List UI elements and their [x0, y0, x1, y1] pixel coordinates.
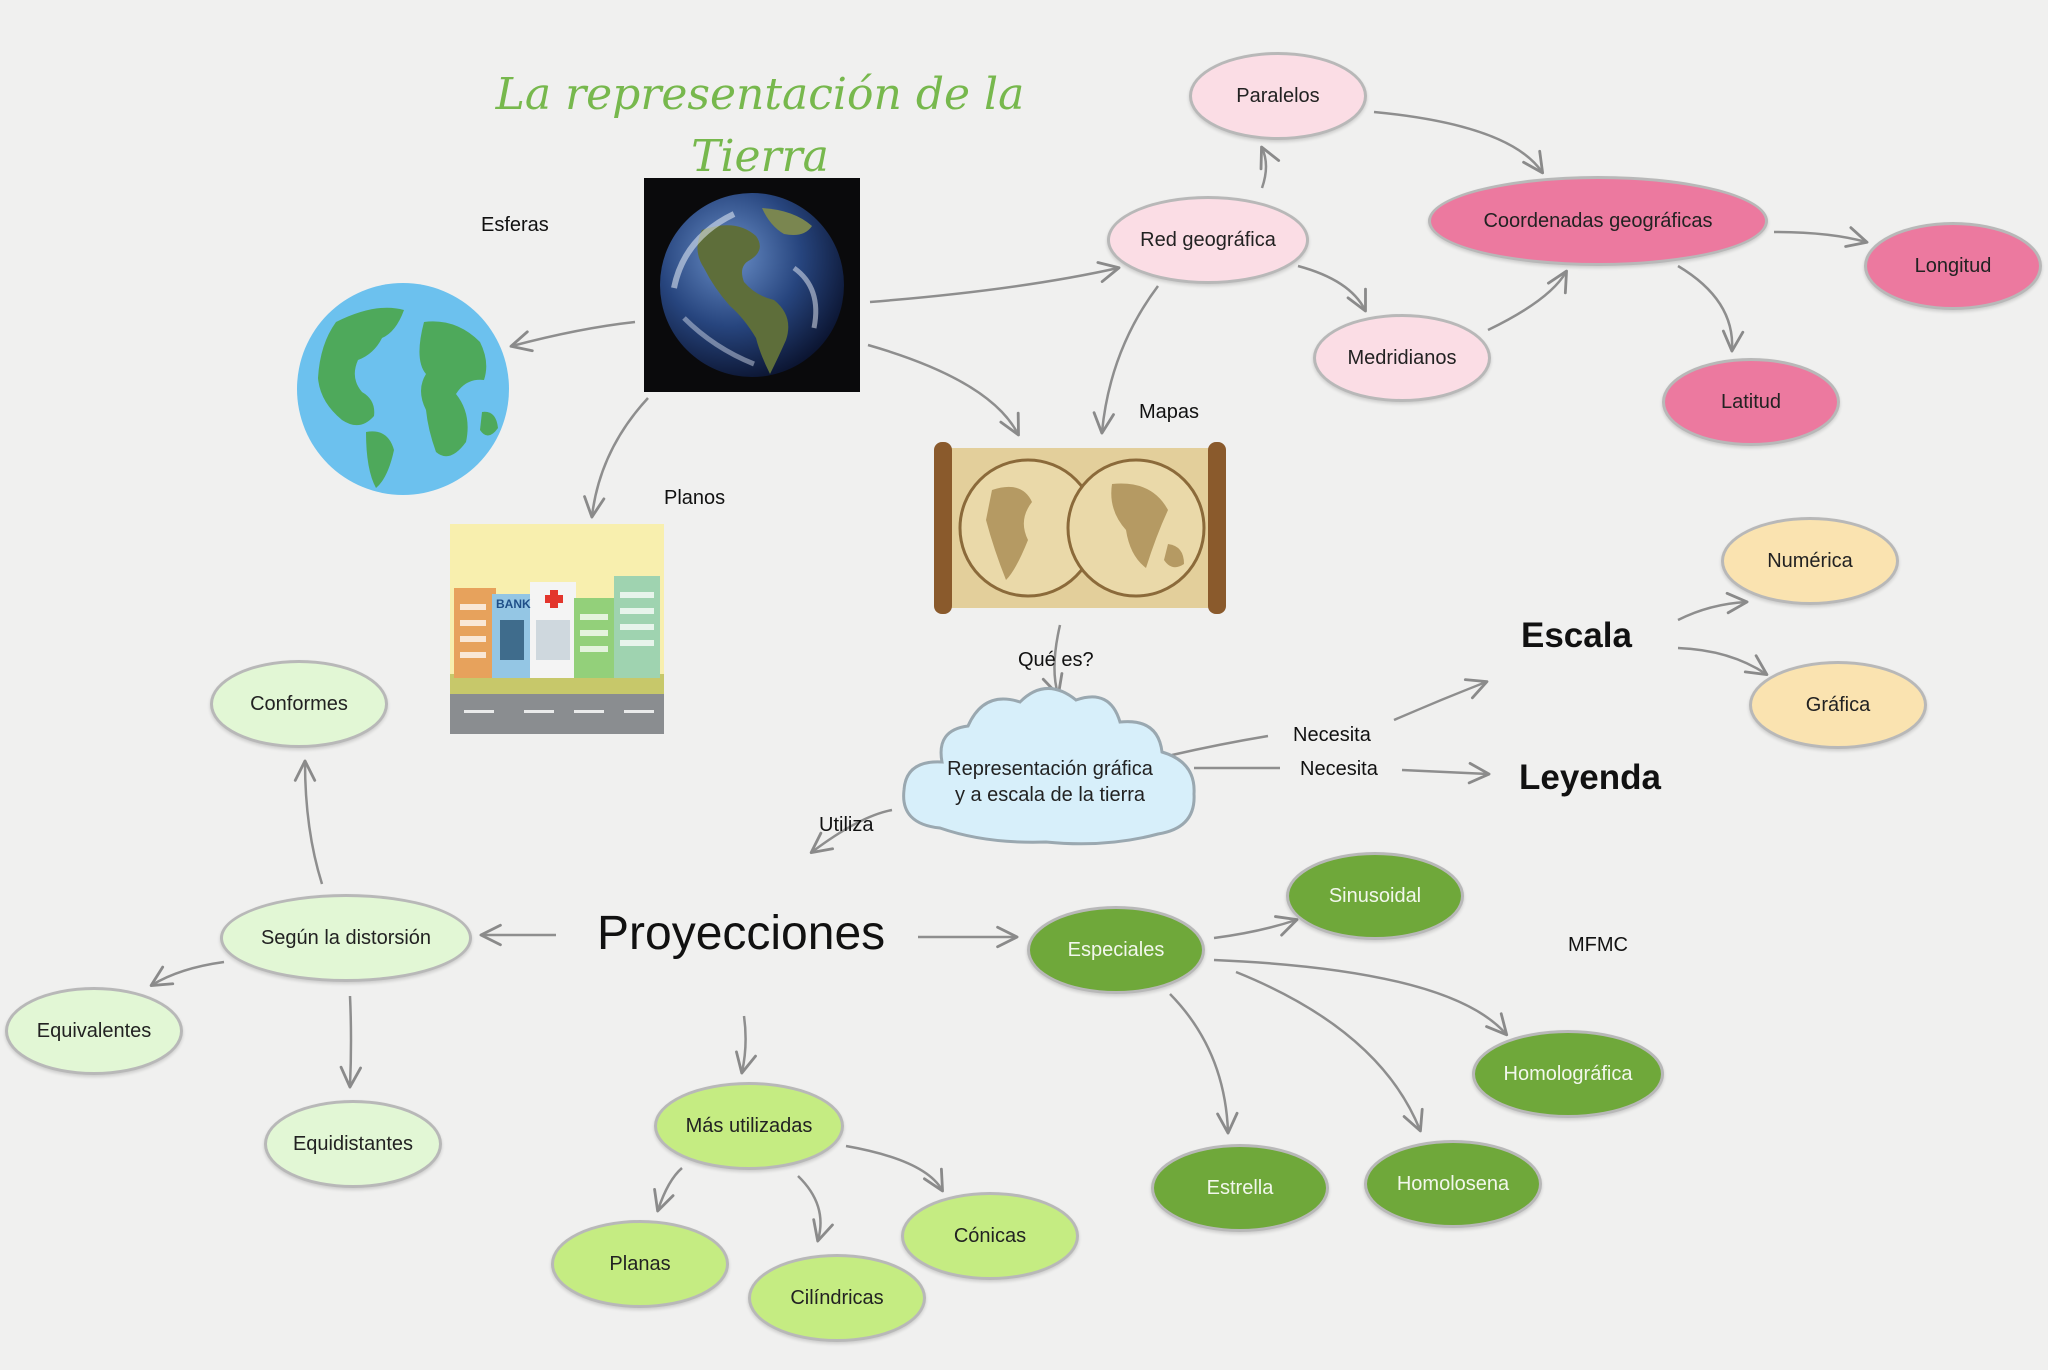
definition-cloud — [902, 687, 1196, 846]
node-medridianos[interactable]: Medridianos — [1313, 314, 1491, 402]
node-conformes[interactable]: Conformes — [210, 660, 388, 748]
arrow-segun-equidistantes — [339, 995, 362, 1089]
arrow-cloud-proyecciones — [809, 808, 893, 855]
arrow-earth-red — [869, 261, 1121, 304]
node-segun-la-distorsion[interactable]: Según la distorsión — [220, 894, 472, 982]
node-planas[interactable]: Planas — [551, 1220, 729, 1308]
node-sinusoidal[interactable]: Sinusoidal — [1286, 852, 1464, 940]
node-red-geografica[interactable]: Red geográfica — [1107, 196, 1309, 284]
svg-text:BANK: BANK — [496, 597, 531, 611]
label-mfmc: MFMC — [1568, 934, 1628, 956]
node-homolografica[interactable]: Homolográfica — [1472, 1030, 1664, 1118]
heading-proyecciones: Proyecciones — [597, 907, 886, 960]
arrow-earth-planos — [583, 397, 649, 519]
arrow-esp-sinusoidal — [1213, 915, 1299, 940]
arrow-escala-numerica — [1677, 591, 1749, 622]
arrow-red-medridianos — [1297, 264, 1367, 313]
arrow-mas-planas — [653, 1167, 683, 1213]
arrow-mas-cilindricas — [797, 1175, 834, 1243]
node-longitud[interactable]: Longitud — [1864, 222, 2042, 310]
heading-escala: Escala — [1521, 616, 1632, 655]
arrow-cloud-leyenda — [1194, 768, 1488, 774]
arrow-escala-grafica — [1677, 646, 1769, 677]
cloud-text: Representación gráfica y a escala de la … — [910, 756, 1190, 808]
arrow-cloud-escala — [1171, 682, 1486, 757]
node-estrella[interactable]: Estrella — [1151, 1144, 1329, 1232]
node-paralelos[interactable]: Paralelos — [1189, 52, 1367, 140]
arrow-esp-estrella — [1169, 993, 1239, 1135]
node-mas-utilizadas[interactable]: Más utilizadas — [654, 1082, 844, 1170]
arrow-earth-mapas — [867, 343, 1020, 437]
node-equivalentes[interactable]: Equivalentes — [5, 987, 183, 1075]
node-homolosena[interactable]: Homolosena — [1364, 1140, 1542, 1228]
label-planos: Planos — [664, 487, 726, 509]
node-numerica[interactable]: Numérica — [1721, 517, 1899, 605]
city-plan-icon: BANK — [450, 524, 664, 734]
globe-icon — [297, 283, 509, 495]
arrow-proy-mas — [735, 1015, 757, 1075]
cloud-line-1: Representación gráfica — [947, 758, 1153, 780]
arrow-red-paralelos — [1259, 145, 1281, 189]
arrow-segun-conformes — [293, 759, 324, 885]
heading-leyenda: Leyenda — [1519, 758, 1661, 797]
arrow-red-mapa — [1092, 285, 1160, 435]
node-grafica[interactable]: Gráfica — [1749, 661, 1927, 749]
label-necesita-leyenda: Necesita — [1300, 758, 1378, 780]
arrow-mas-conicas — [845, 1144, 944, 1193]
arrow-segun-equivalentes — [149, 960, 225, 987]
arrow-esp-homolosena — [1235, 970, 1424, 1133]
node-coordenadas-geograficas[interactable]: Coordenadas geográficas — [1428, 176, 1768, 266]
label-necesita-escala: Necesita — [1293, 724, 1371, 746]
arrow-medridianos-coord — [1487, 269, 1568, 332]
label-que-es: Qué es? — [1018, 649, 1094, 671]
node-especiales[interactable]: Especiales — [1027, 906, 1205, 994]
world-map-scroll-icon — [934, 442, 1226, 614]
arrow-coord-latitud — [1677, 264, 1745, 353]
arrow-esp-homolografica — [1213, 958, 1509, 1037]
cloud-line-2: y a escala de la tierra — [954, 784, 1146, 806]
node-latitud[interactable]: Latitud — [1662, 358, 1840, 446]
page-title: La representación de la Tierra — [495, 69, 1025, 182]
label-utiliza: Utiliza — [819, 814, 874, 836]
label-mapas: Mapas — [1139, 401, 1200, 423]
arrow-coord-longitud — [1773, 226, 1869, 248]
arrow-paralelos-coord — [1373, 110, 1545, 175]
node-cilindricas[interactable]: Cilíndricas — [748, 1254, 926, 1342]
label-esferas: Esferas — [481, 214, 549, 236]
node-equidistantes[interactable]: Equidistantes — [264, 1100, 442, 1188]
arrow-earth-globe — [509, 320, 636, 353]
earth-photo-icon — [644, 178, 860, 392]
node-conicas[interactable]: Cónicas — [901, 1192, 1079, 1280]
